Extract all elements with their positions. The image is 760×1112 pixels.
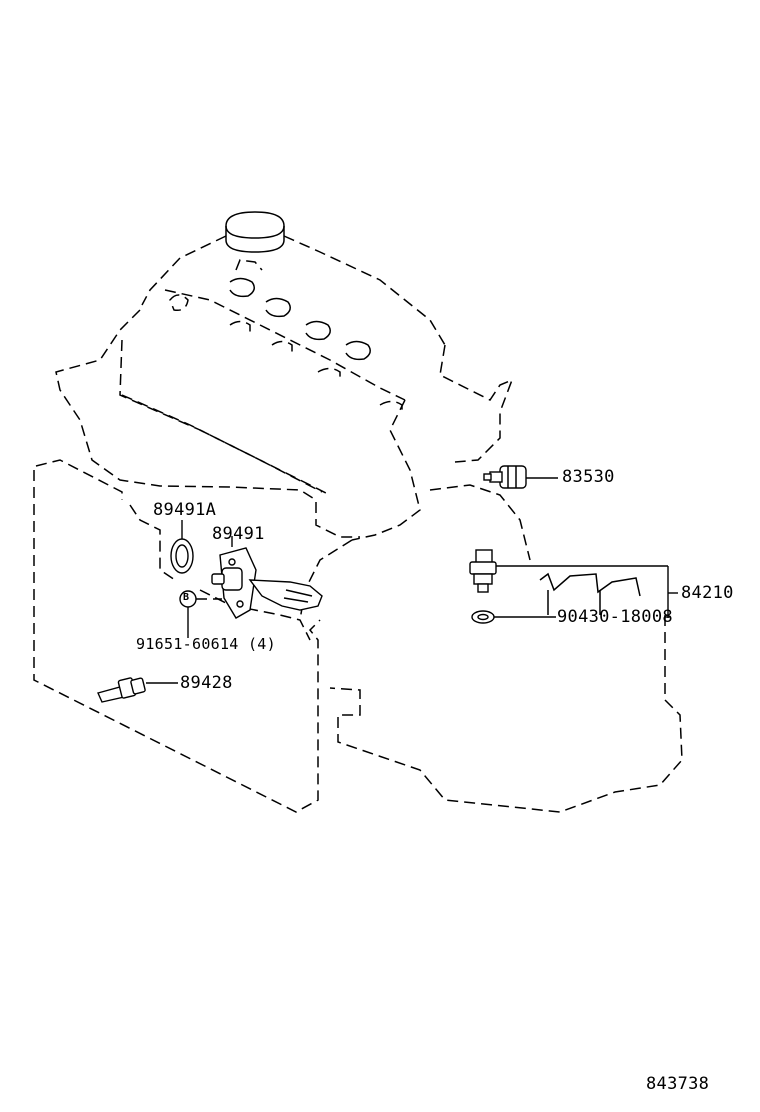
callout-89491A: 89491A xyxy=(153,500,217,520)
part-89491-sensor xyxy=(211,536,323,619)
left-panel-outline xyxy=(33,459,321,813)
bolt-marker: B xyxy=(183,592,190,603)
callout-89491: 89491 xyxy=(212,524,265,544)
callout-91651: 91651-60614 (4) xyxy=(136,635,276,653)
part-89428-sensor xyxy=(97,677,178,703)
part-84210-sensor xyxy=(469,549,678,618)
callout-90430: 90430-18008 xyxy=(557,607,673,627)
engine-outline xyxy=(55,211,683,813)
illustration-code: 843738 xyxy=(646,1074,710,1094)
part-90430-gasket xyxy=(471,610,670,624)
part-83530-switch xyxy=(483,465,558,489)
callout-83530: 83530 xyxy=(562,467,615,487)
part-89491A-gasket xyxy=(170,520,194,574)
callout-84210: 84210 xyxy=(681,583,734,603)
callout-89428: 89428 xyxy=(180,673,233,693)
part-91651-bolt xyxy=(179,590,222,638)
